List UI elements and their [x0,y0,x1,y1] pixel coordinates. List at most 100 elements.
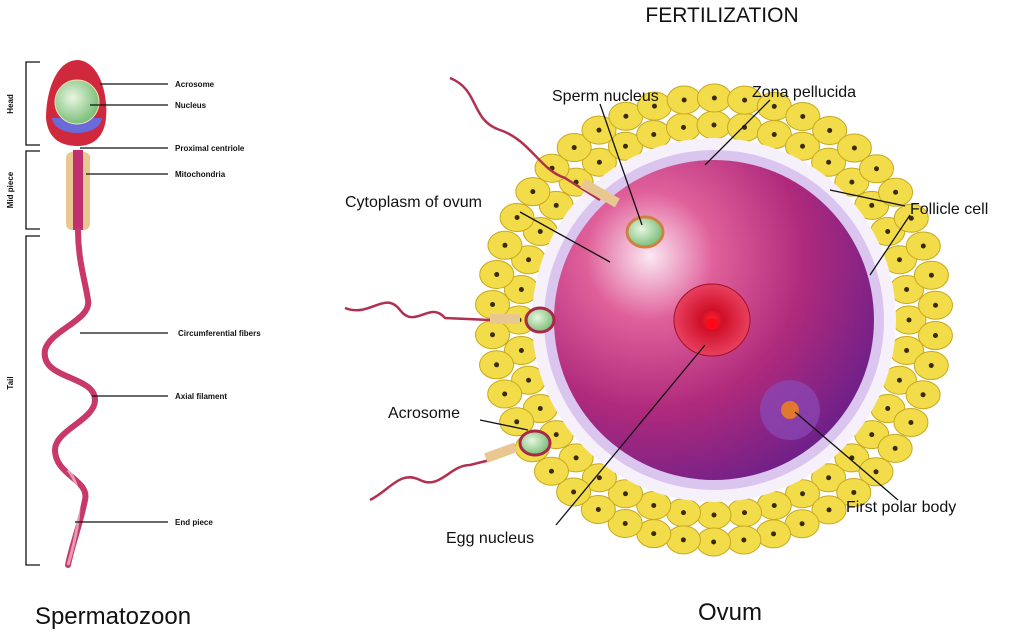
follicle-cell-nucleus [514,215,520,221]
diagram-title: FERTILIZATION [645,4,798,27]
follicle-cell-nucleus [680,537,686,543]
follicle-cell-nucleus [826,159,832,165]
sperm-nucleus [54,79,100,125]
follicle-cell-nucleus [771,132,777,138]
follicle-cell-nucleus [518,286,524,292]
follicle-cell-nucleus [869,202,875,208]
follicle-cell-nucleus [711,512,717,518]
follicle-cell-nucleus [892,445,898,451]
follicle-cell-nucleus [537,228,543,234]
follicle-cell-nucleus [851,145,857,151]
follicle-cell-nucleus [711,95,717,101]
follicle-cell-nucleus [622,143,628,149]
follicle-cell-nucleus [827,128,833,134]
label-nucleus: Nucleus [175,101,207,110]
label-acrosome-ovum: Acrosome [388,405,460,422]
follicle-cell-nucleus [571,145,577,151]
follicle-cell-nucleus [596,475,602,481]
ovum: Sperm nucleus Zona pellucida Cytoplasm o… [344,76,988,626]
follicle-cell-nucleus [873,469,879,475]
follicle-cell-nucleus [553,432,559,438]
follicle-cell-nucleus [494,271,500,277]
follicle-cell-nucleus [771,502,777,508]
follicle-cell-nucleus [596,127,602,133]
follicle-cell-nucleus [526,257,532,263]
follicle-cell-nucleus [826,507,832,513]
follicle-cell-nucleus [908,419,914,425]
follicle-cell-nucleus [651,502,657,508]
follicle-cell-nucleus [799,521,805,527]
follicle-cell-nucleus [490,301,496,307]
follicle-cell-nucleus [571,489,577,495]
mid-piece-bracket [25,150,40,230]
follicle-cell-nucleus [623,113,629,119]
follicle-cell-nucleus [800,491,806,497]
follicle-cell-nucleus [933,302,939,308]
follicle-cell-nucleus [681,97,687,103]
follicle-cell-nucleus [851,489,857,495]
follicle-cell-nucleus [573,455,579,461]
sperm-head-base [52,118,102,133]
follicle-cell-nucleus [553,202,559,208]
follicle-cell-nucleus [651,531,657,537]
follicle-cell-nucleus [514,419,520,425]
follicle-cell-nucleus [896,377,902,383]
caption-ovum: Ovum [698,599,762,626]
tail-bracket [25,235,40,566]
follicle-cell-nucleus [896,257,902,263]
label-circumferential-fibers: Circumferential fibers [178,329,261,338]
follicle-cell-nucleus [849,179,855,185]
follicle-cell-nucleus [502,242,508,248]
follicle-cell-nucleus [711,122,717,128]
sperm-top [449,76,665,249]
label-mitochondria: Mitochondria [175,170,226,179]
follicle-cell-nucleus [489,332,495,338]
follicle-cell-nucleus [548,468,554,474]
follicle-cell-nucleus [920,392,926,398]
follicle-cell-nucleus [596,159,602,165]
follicle-cell-nucleus [742,510,748,516]
follicle-cell-nucleus [800,114,806,120]
follicle-cell-nucleus [530,189,536,195]
label-axial-filament: Axial filament [175,392,227,401]
label-sperm-nucleus: Sperm nucleus [552,88,659,105]
follicle-cell-nucleus [494,362,500,368]
follicle-cell-nucleus [711,539,717,545]
follicle-cell-nucleus [651,103,657,109]
section-mid-piece: Mid piece [6,171,15,208]
head-bracket [25,61,40,146]
follicle-cell-nucleus [595,506,601,512]
follicle-cell-nucleus [651,132,657,138]
sperm-tail [41,227,99,568]
label-end-piece: End piece [175,518,213,527]
first-polar-body [781,401,799,419]
label-acrosome: Acrosome [175,80,215,89]
follicle-cell-nucleus [885,406,891,412]
follicle-cell-nucleus [908,215,914,221]
sperm-bottom [369,429,552,502]
follicle-cell-nucleus [622,520,628,526]
follicle-cell-nucleus [869,432,875,438]
follicle-cell-nucleus [526,377,532,383]
follicle-cell-nucleus [932,333,938,339]
follicle-cell-nucleus [680,124,686,130]
follicle-cell-nucleus [885,228,891,234]
follicle-cell-nucleus [742,97,748,103]
follicle-cell-nucleus [928,272,934,278]
caption-spermatozoon: Spermatozoon [35,603,191,630]
follicle-cell-nucleus [537,406,543,412]
follicle-cell-nucleus [680,510,686,516]
follicle-cell-nucleus [893,189,899,195]
follicle-cell-nucleus [928,363,934,369]
follicle-cell-nucleus [518,348,524,354]
follicle-cell-nucleus [906,317,912,323]
section-tail: Tail [6,376,15,389]
follicle-cell-nucleus [904,348,910,354]
follicle-cell-nucleus [622,491,628,497]
follicle-cell-nucleus [874,166,880,172]
section-head: Head [6,94,15,114]
spermatozoon: Head Mid piece Tail Acrosome Nucleus Pro… [6,60,261,630]
sperm-middle [344,301,556,334]
follicle-cell-nucleus [826,475,832,481]
